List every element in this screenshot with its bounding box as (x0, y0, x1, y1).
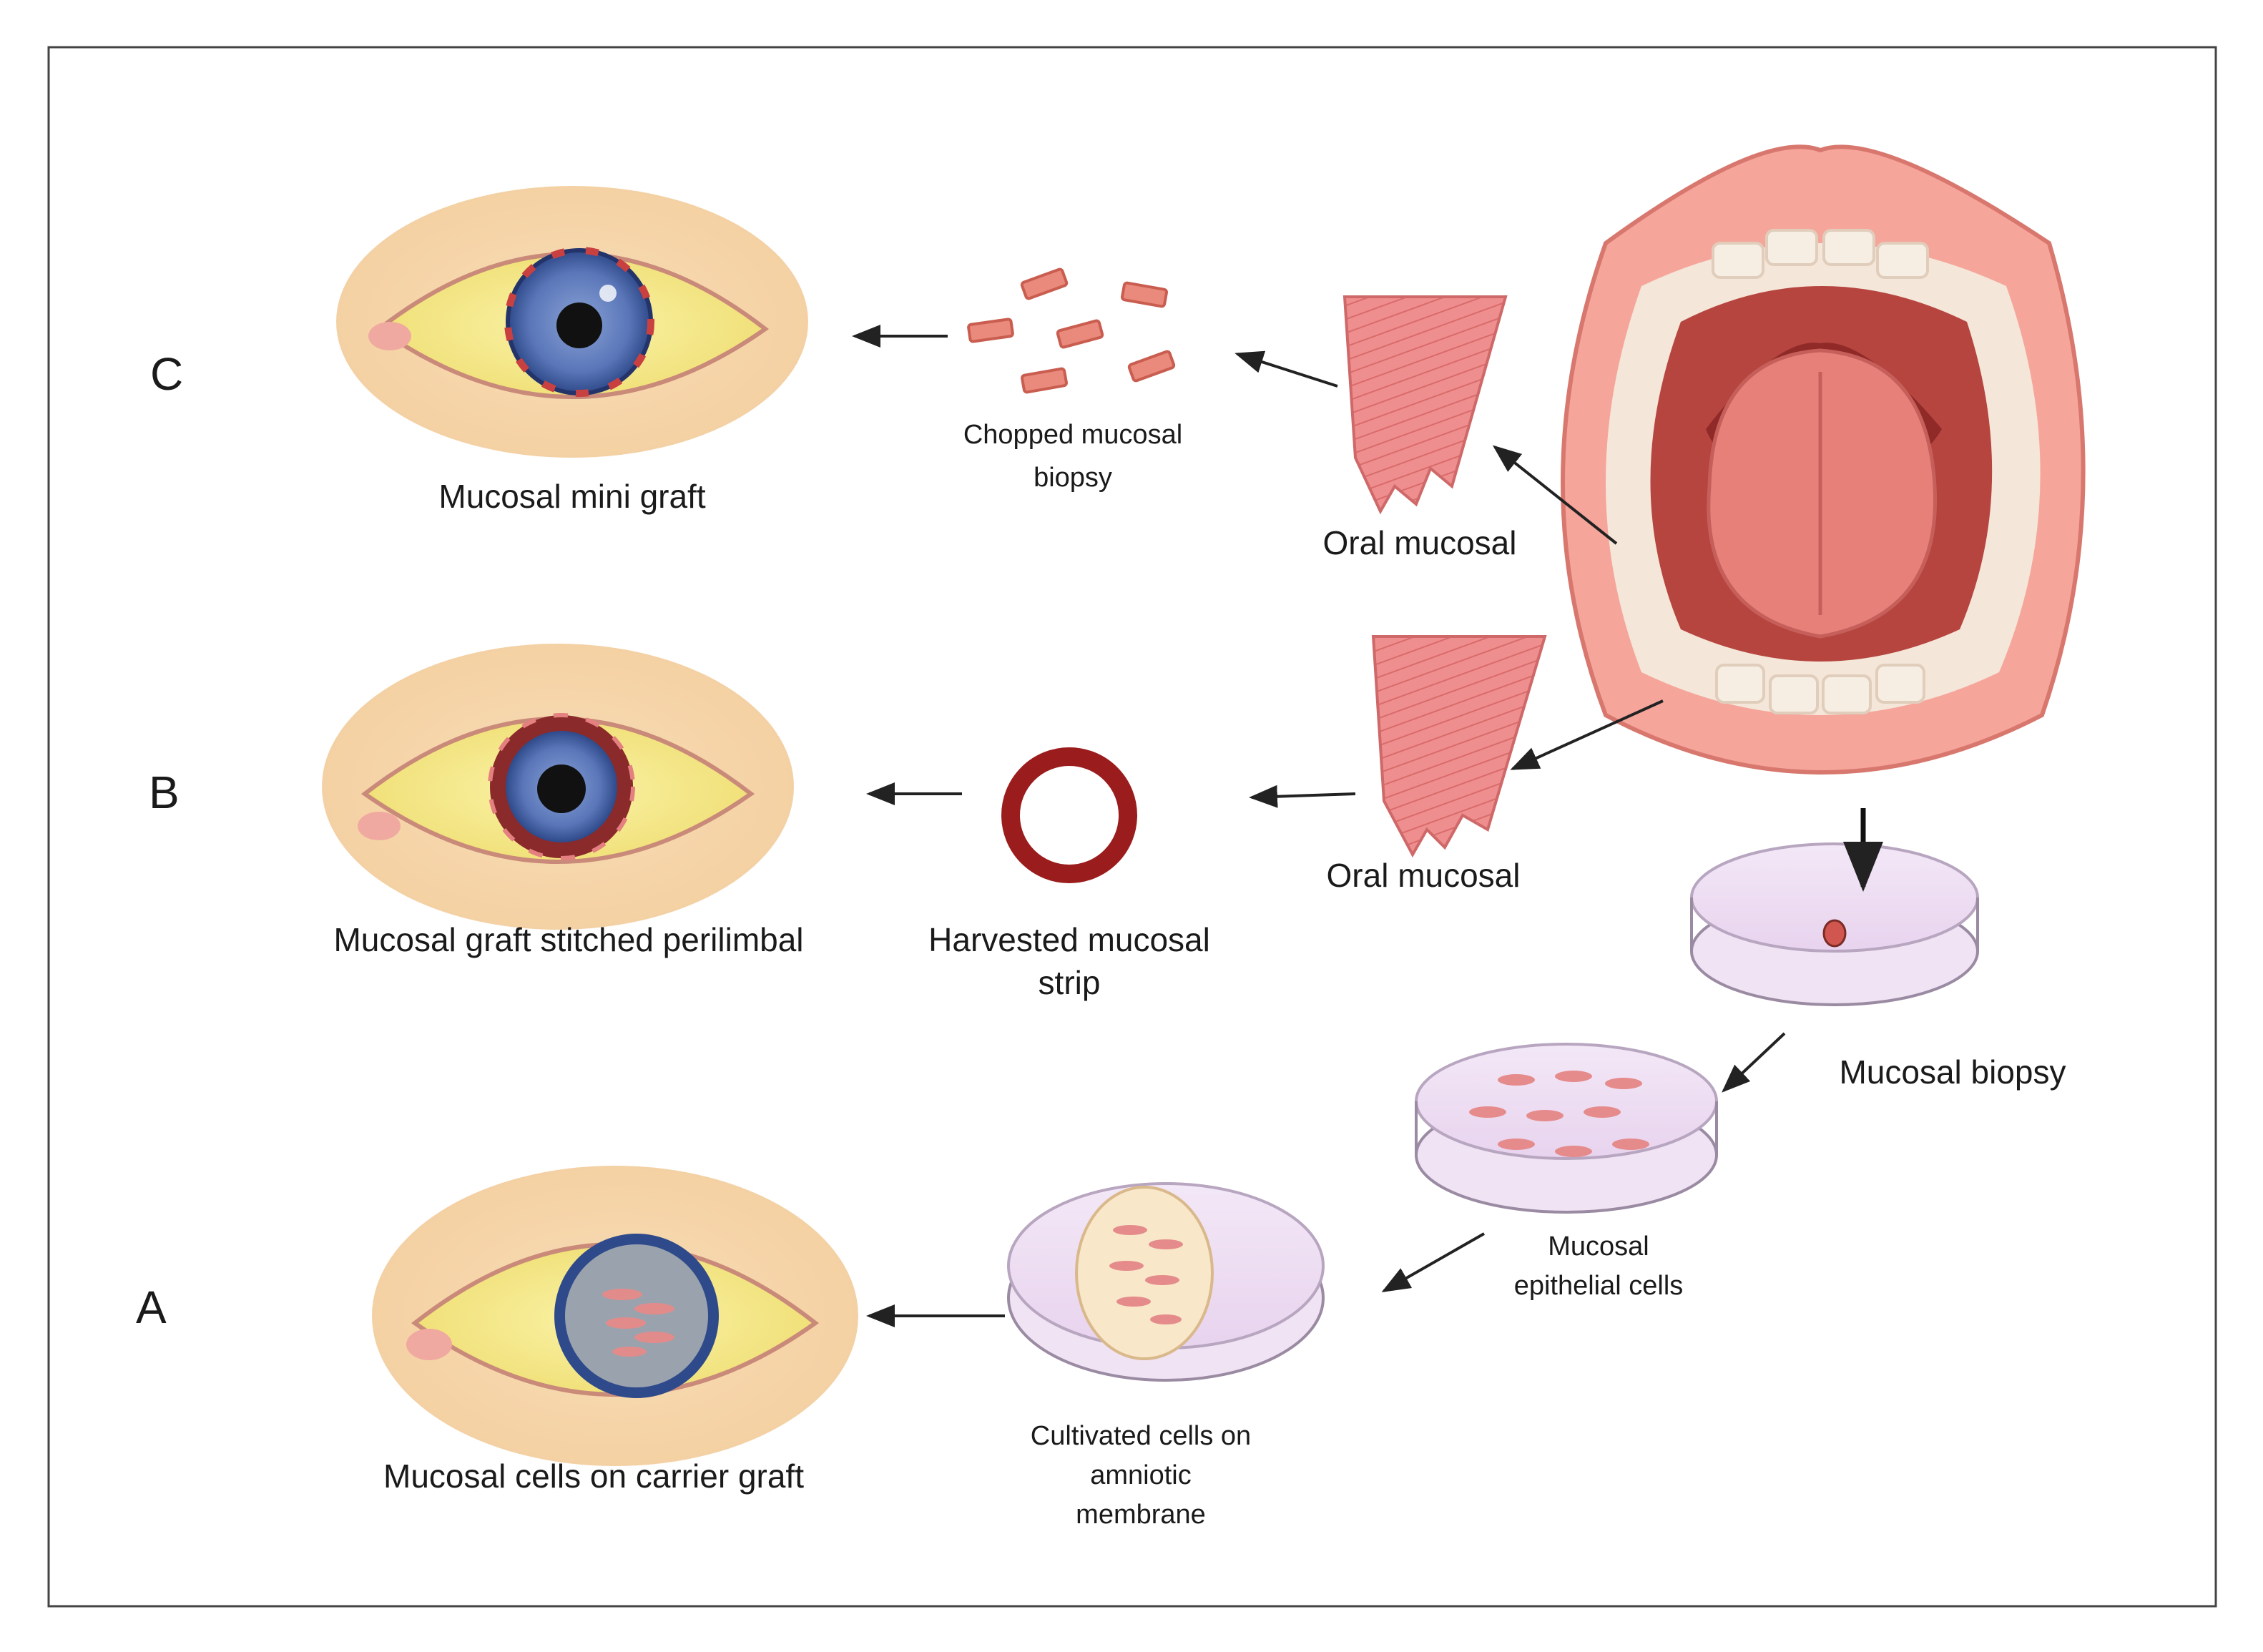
open-mouth-illustration (1561, 144, 2086, 775)
caption-cultivated-line3: membrane (1076, 1500, 1206, 1530)
arrow-epithelial-to-amniotic (1381, 1232, 1485, 1292)
caption-chopped-line1: Chopped mucosal (963, 420, 1182, 450)
caption-mucosal-biopsy: Mucosal biopsy (1839, 1053, 2066, 1091)
row-label-c: C (150, 348, 183, 400)
oral-mucosal-tissue-c (1342, 295, 1508, 515)
row-label-a: A (136, 1282, 167, 1333)
caption-harvested-line2: strip (1039, 964, 1101, 1001)
arrow-mouth-to-oral-b (1510, 699, 1664, 770)
eye-carrier-graft-illustration (372, 1166, 858, 1466)
flow-arrows (852, 325, 1786, 1327)
oral-mucosal-tissue-b (1371, 635, 1547, 858)
eye-stitched-illustration (322, 644, 794, 930)
caption-epithelial-line2: epithelial cells (1514, 1271, 1684, 1301)
arrow-biopsy-to-epithelial (1722, 1032, 1786, 1093)
petri-dish-amniotic-membrane (1007, 1182, 1325, 1382)
eye-mini-graft-illustration (336, 186, 808, 458)
row-label-b: B (149, 767, 180, 818)
petri-dish-epithelial-cells (1415, 1043, 1718, 1214)
caption-cultivated-line2: amniotic (1090, 1460, 1192, 1490)
arrow-oral-b-to-ring (1249, 785, 1356, 808)
caption-stitched-perilimbal: Mucosal graft stitched perilimbal (333, 921, 803, 958)
caption-oral-mucosal-c: Oral mucosal (1323, 524, 1517, 561)
caption-mini-graft: Mucosal mini graft (438, 478, 705, 515)
chopped-mucosal-pieces (967, 267, 1176, 394)
caption-oral-mucosal-b: Oral mucosal (1327, 857, 1521, 894)
caption-chopped-line2: biopsy (1034, 463, 1112, 493)
figure-frame (47, 46, 2217, 1608)
caption-carrier-graft: Mucosal cells on carrier graft (383, 1457, 804, 1495)
caption-harvested-line1: Harvested mucosal (928, 921, 1210, 958)
arrow-mouth-to-oral-c (1492, 445, 1618, 545)
caption-epithelial-line1: Mucosal (1548, 1231, 1649, 1262)
harvested-strip-ring (1001, 747, 1137, 883)
petri-dish-mucosal-biopsy (1690, 842, 1979, 1006)
caption-cultivated-line1: Cultivated cells on (1031, 1421, 1251, 1451)
arrow-oral-c-to-chopped (1234, 350, 1338, 388)
